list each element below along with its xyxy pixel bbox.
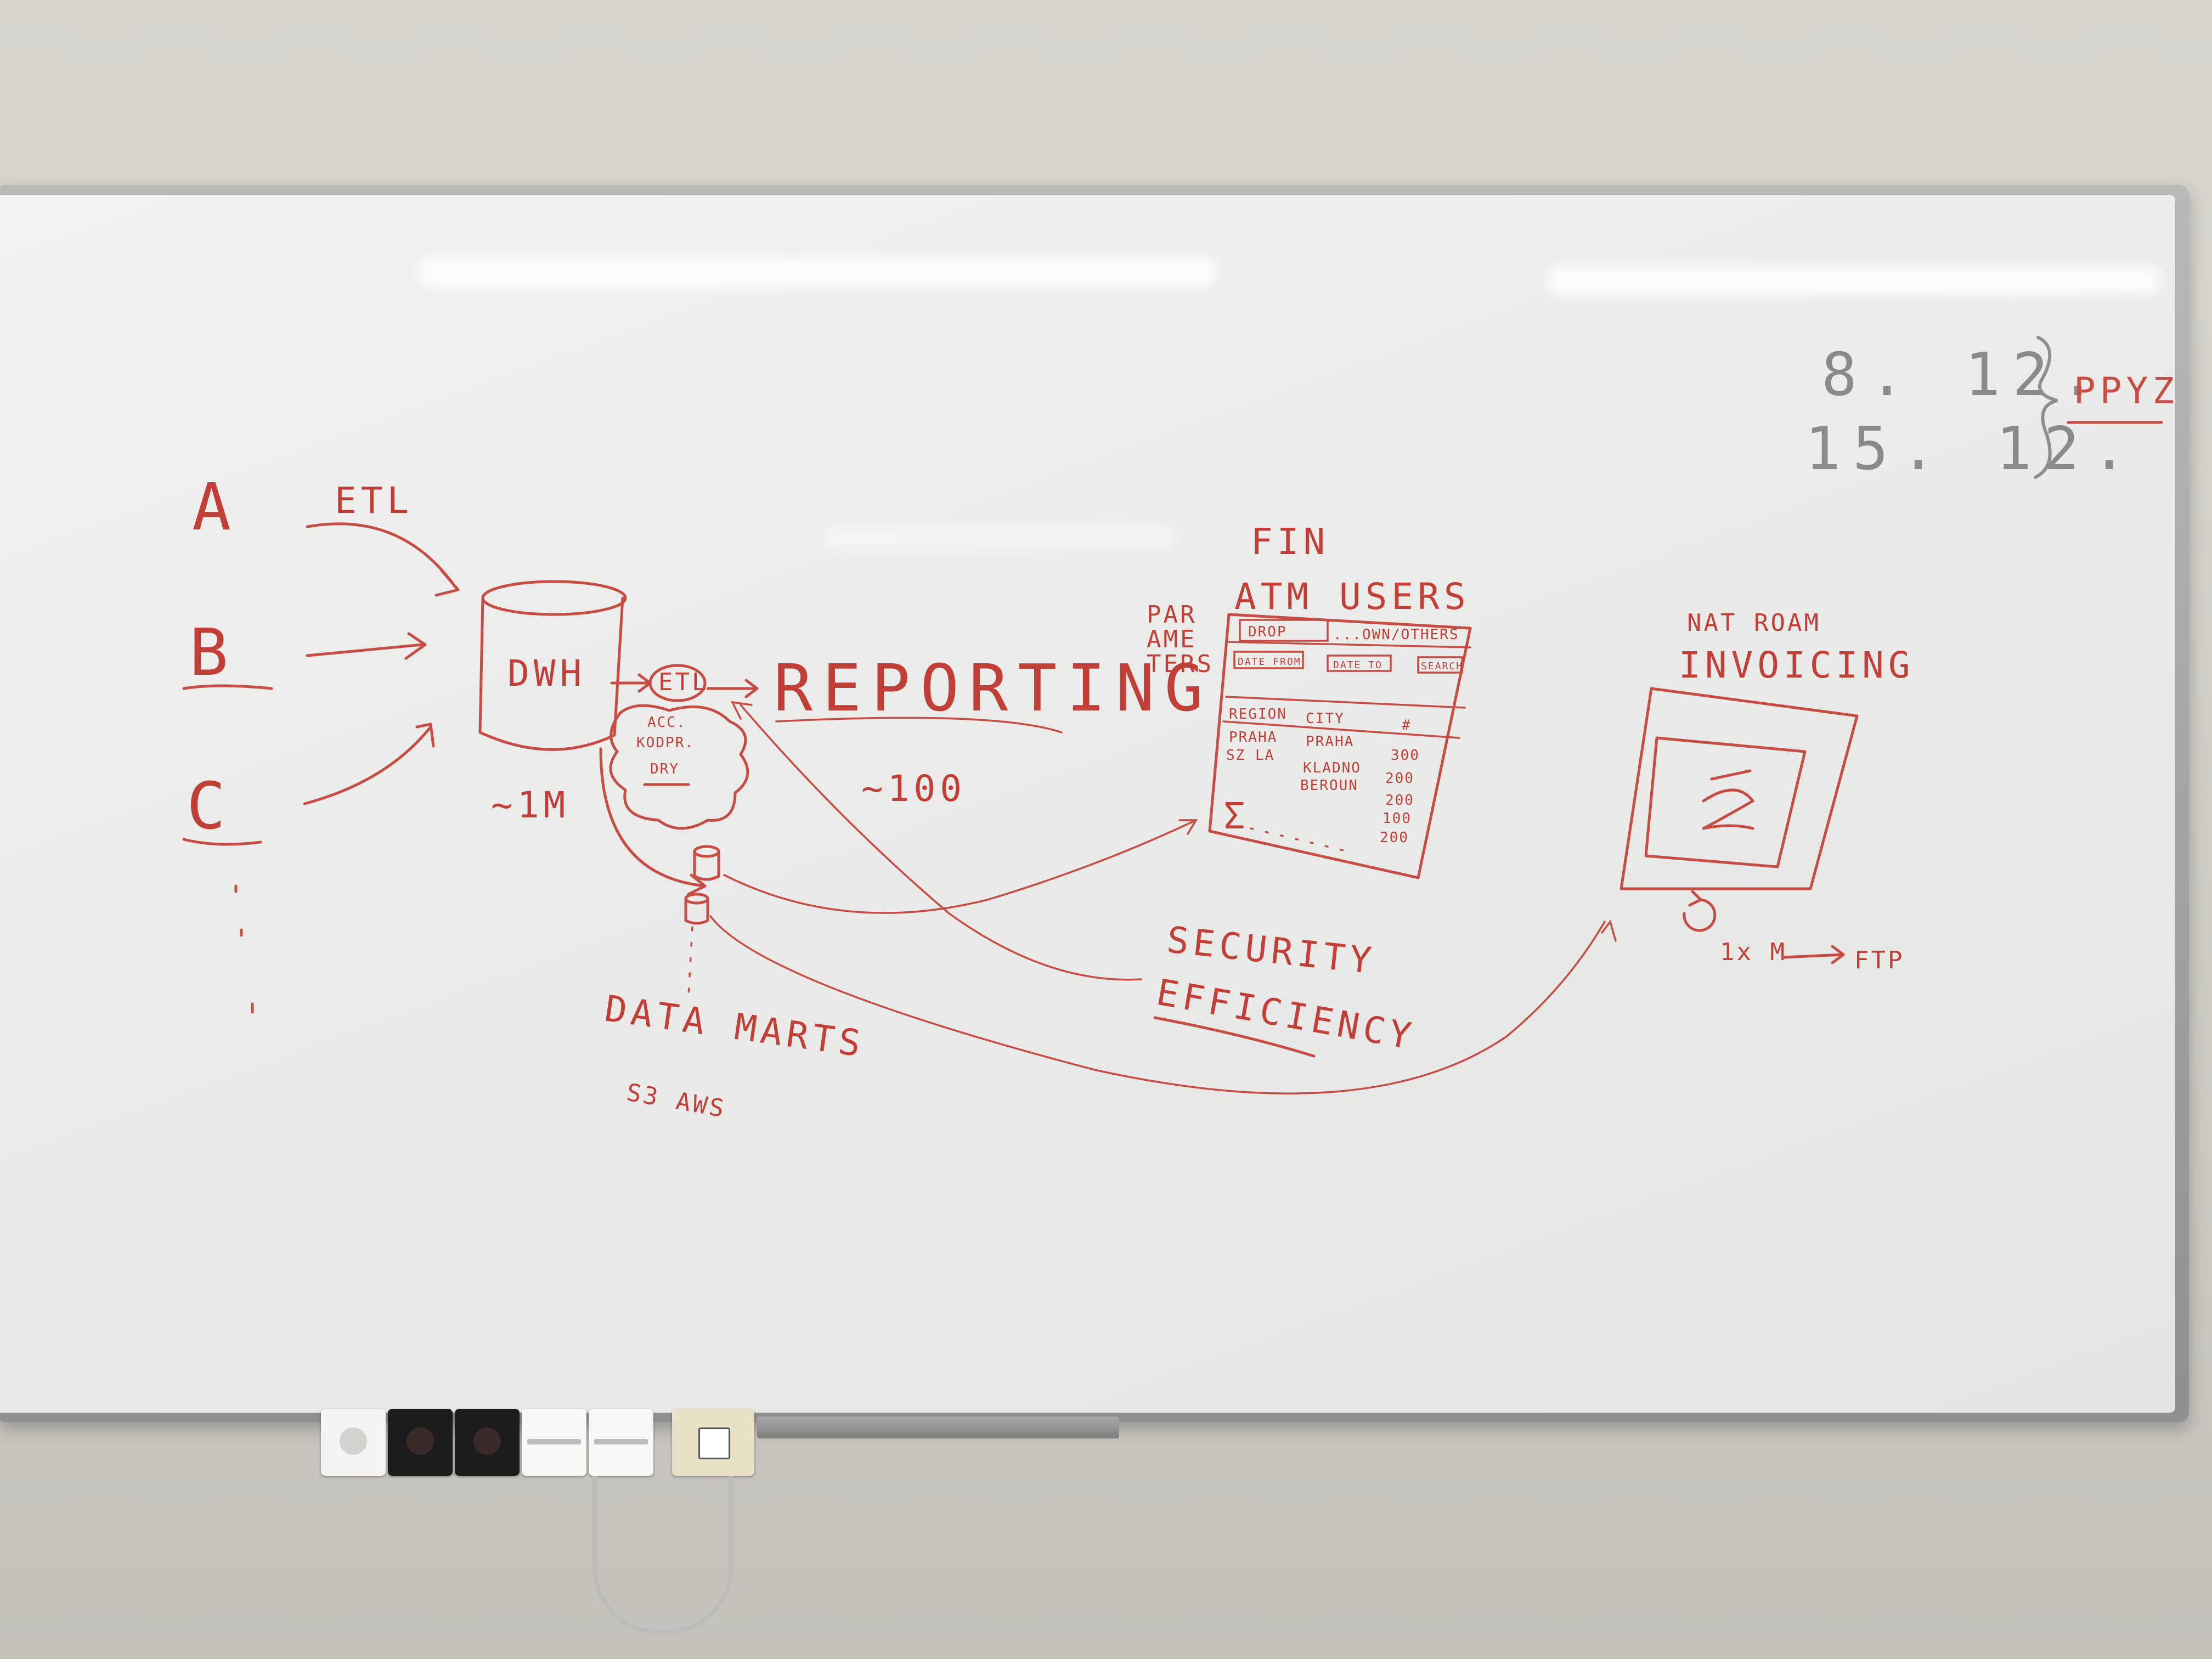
fin-report-date-from-field <box>1233 651 1304 669</box>
date-bracket-label: PPYZ <box>2074 370 2179 412</box>
fin-report-title: FIN <box>1251 521 1329 563</box>
efficiency-underline <box>1153 1016 1316 1058</box>
curve-datamart-to-invoicing <box>709 915 1617 1094</box>
fin-report-dropdown-note: ...OWN/OTHERS <box>1333 627 1459 643</box>
source-a: A <box>192 469 241 545</box>
date-first: 8. 12. <box>1821 341 2108 409</box>
fin-report-date-from: DATE FROM <box>1238 656 1301 668</box>
arrow-c-to-dwh <box>303 723 435 805</box>
invoicing-document-lines <box>1702 769 1754 830</box>
light-switch-2 <box>589 1409 653 1476</box>
arrow-b-to-dwh <box>306 632 427 660</box>
datamart-dotted-line <box>687 926 693 997</box>
fin-report-frame <box>1208 613 1472 879</box>
fin-report-col-count: # <box>1402 717 1412 733</box>
dwh-size-note: ~1M <box>491 784 569 826</box>
fin-report-divider-top <box>1228 641 1471 648</box>
fin-report-row-5-count: 200 <box>1380 830 1409 846</box>
arrow-dwh-to-datamarts <box>599 747 707 896</box>
fin-report-search-button <box>1417 656 1463 674</box>
power-socket-black-2 <box>455 1409 520 1476</box>
fin-report-row-1-city: PRAHA <box>1306 733 1354 750</box>
etl-label-sources: ETL <box>335 479 413 522</box>
reporting-underline <box>775 716 1063 733</box>
etl-item-dry: DRY <box>650 761 679 777</box>
reporting-count-note: ~100 <box>861 768 966 810</box>
reporting-label: REPORTING <box>774 650 1213 726</box>
etl-item-acc: ACC. <box>647 714 686 731</box>
efficiency-note: EFFICIENCY <box>1153 971 1418 1058</box>
security-note: SECURITY <box>1165 918 1378 982</box>
datamart-cylinder-lower <box>684 893 709 925</box>
arrow-schedule-to-ftp <box>1781 945 1845 964</box>
light-switch-1 <box>522 1409 586 1476</box>
curve-datamart-to-fin-report <box>723 819 1198 914</box>
fin-report-row-3-city: BEROUN <box>1300 777 1358 794</box>
curve-security-back-to-etl <box>730 701 1142 981</box>
fin-report-sum-symbol: Σ <box>1223 795 1250 837</box>
fin-report-row-4-count: 100 <box>1383 810 1412 827</box>
fin-report-divider-mid <box>1225 696 1466 709</box>
invoicing-monitor-screen <box>1644 736 1807 868</box>
invoicing-target: FTP <box>1854 946 1904 974</box>
fin-report-subtitle: ATM USERS <box>1234 575 1470 618</box>
power-socket-black-1 <box>388 1409 453 1476</box>
date-second: 15. 12. <box>1805 415 2139 483</box>
fin-report-row-2-count: 200 <box>1385 770 1414 787</box>
ceiling-light-reflection-middle <box>823 527 1174 548</box>
data-marts-storage-note: S3 AWS <box>624 1079 728 1124</box>
fin-report-row-1-count: 300 <box>1391 747 1420 764</box>
invoicing-schedule: 1x M <box>1720 938 1787 966</box>
arrow-etl-to-reporting <box>706 679 759 698</box>
fin-report-params-line-3: TERS <box>1147 650 1214 678</box>
source-b: B <box>189 614 238 690</box>
power-socket-white <box>321 1409 386 1476</box>
etl-bubble-label: ETL <box>658 668 708 696</box>
fin-report-params-line-1: PAR <box>1147 601 1197 629</box>
invoicing-title: NAT ROAM <box>1687 609 1821 637</box>
fin-report-params-line-2: AME <box>1147 625 1197 653</box>
fin-report-dropdown <box>1239 619 1329 642</box>
source-c-underline <box>182 838 262 846</box>
fin-report-date-to-field <box>1327 654 1392 672</box>
network-jack <box>672 1409 754 1476</box>
data-marts-label: DATA MARTS <box>602 988 867 1066</box>
ellipsis-dots <box>234 884 254 1014</box>
fin-report-row-2-region: SZ LA <box>1226 747 1274 764</box>
whiteboard-surface <box>0 195 2175 1413</box>
fin-report-row-1-region: PRAHA <box>1229 729 1277 746</box>
invoicing-subtitle: INVOICING <box>1679 644 1915 686</box>
etl-bubble-head <box>648 664 707 702</box>
fin-report-row-2-city: KLADNO <box>1303 760 1361 776</box>
source-c: C <box>187 768 235 844</box>
wall-outlet-strip <box>321 1409 757 1479</box>
fin-report-row-3-count: 200 <box>1385 792 1414 809</box>
fin-report-search-label: SEARCH <box>1421 661 1463 672</box>
dwh-label: DWH <box>507 652 586 695</box>
fin-report-col-city: CITY <box>1306 710 1345 727</box>
marker-tray <box>757 1417 1119 1438</box>
dwh-cylinder <box>478 580 627 751</box>
etl-item-kodpr: KODPR. <box>636 735 695 751</box>
etl-bubble-cloud <box>609 704 749 830</box>
fin-report-col-region: REGION <box>1229 706 1287 723</box>
fin-report-divider-table <box>1222 720 1460 739</box>
schedule-cycle-icon <box>1683 890 1717 932</box>
invoicing-monitor-frame <box>1620 687 1859 890</box>
arrow-a-to-dwh <box>306 522 460 597</box>
fin-report-dropdown-label: DROP <box>1248 624 1287 640</box>
ceiling-light-reflection-right <box>1547 266 2162 295</box>
network-cable <box>592 1476 733 1634</box>
date-bracket <box>2034 336 2058 479</box>
fin-report-sum-dots <box>1250 827 1356 854</box>
datamart-cylinder-upper <box>693 845 720 881</box>
fin-report-date-to: DATE TO <box>1333 659 1383 671</box>
ceiling-light-reflection-left <box>417 258 1218 286</box>
source-b-underline <box>182 684 273 690</box>
